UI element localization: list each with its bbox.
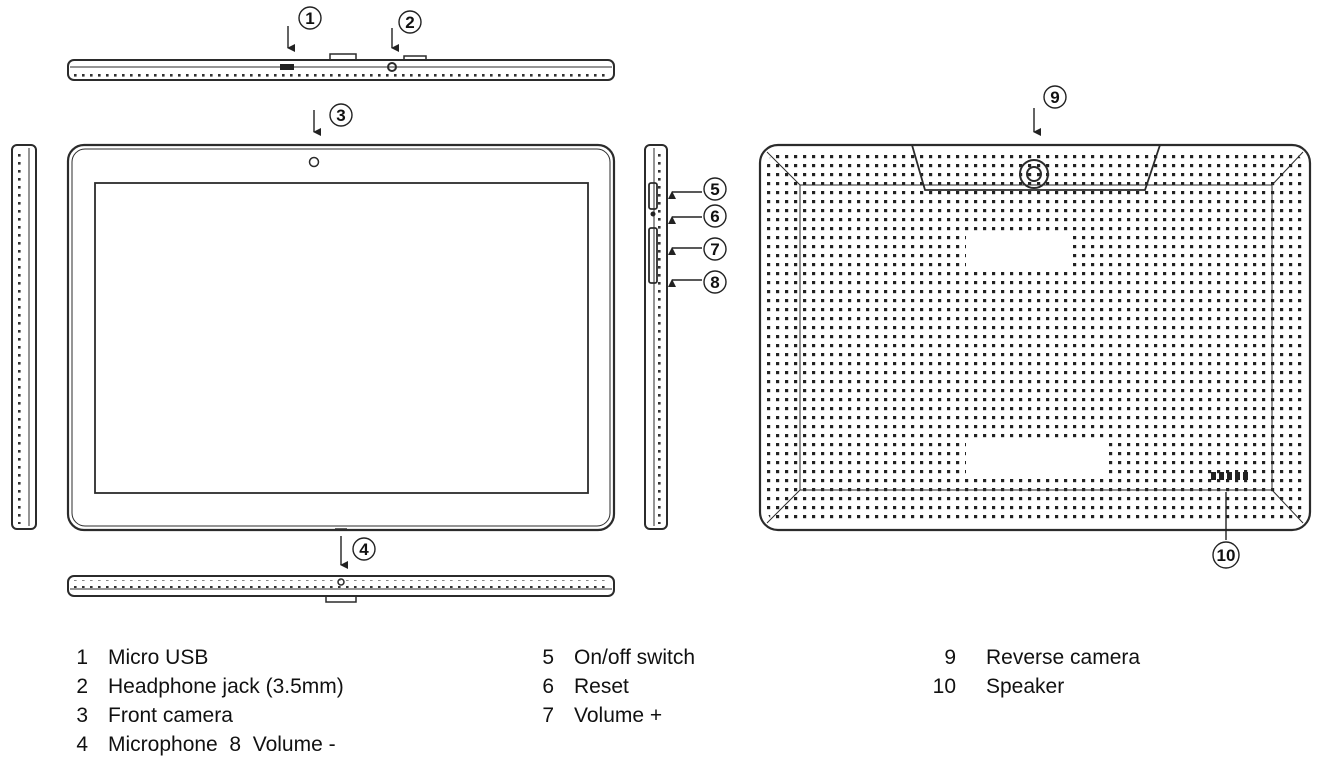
legend-number: 3 — [76, 704, 88, 727]
callout-1: 1 — [298, 6, 322, 30]
svg-text:8: 8 — [710, 273, 719, 292]
legend-column-2: 5 On/off switch 6 Reset 7 Volume + — [530, 643, 695, 730]
svg-text:4: 4 — [359, 540, 369, 559]
legend-item-7: 7 Volume + — [530, 701, 695, 730]
callout-10: 10 — [1212, 541, 1240, 569]
legend-label: Microphone 8 Volume - — [108, 733, 336, 756]
power-button — [648, 182, 658, 210]
callout-lines — [287, 26, 1227, 569]
legend-number: 1 — [76, 646, 88, 669]
volume-rocker — [648, 227, 658, 284]
front-view — [66, 143, 616, 532]
legend-number: 5 — [542, 646, 554, 669]
legend-label: Headphone jack (3.5mm) — [108, 675, 344, 698]
svg-text:9: 9 — [1050, 88, 1059, 107]
reset-hole — [650, 211, 656, 217]
legend-number: 4 — [76, 733, 88, 756]
legend-number: 9 — [944, 646, 956, 669]
legend-label: On/off switch — [574, 646, 695, 669]
svg-text:1: 1 — [305, 9, 314, 28]
callout-4: 4 — [352, 537, 376, 561]
callout-2: 2 — [398, 10, 422, 34]
micro-usb-port — [280, 64, 294, 70]
right-side-view — [644, 144, 668, 530]
bottom-edge-view — [67, 575, 615, 603]
svg-text:5: 5 — [710, 180, 719, 199]
legend-label: Reset — [574, 675, 629, 698]
legend-item-4: 4 Microphone 8 Volume - — [60, 730, 344, 759]
legend-label: Reverse camera — [986, 646, 1141, 669]
legend-label: Speaker — [986, 675, 1065, 698]
legend-item-2: 2 Headphone jack (3.5mm) — [60, 672, 344, 701]
legend-label: Micro USB — [108, 646, 209, 669]
legend-column-3: 9 Reverse camera 10 Speaker — [920, 643, 1140, 701]
callout-6: 6 — [703, 204, 727, 228]
callout-7: 7 — [703, 237, 727, 261]
legend-item-5: 5 On/off switch — [530, 643, 695, 672]
callout-5: 5 — [703, 177, 727, 201]
front-camera — [308, 156, 320, 168]
left-side-view — [11, 144, 37, 530]
legend-column-1: 1 Micro USB 2 Headphone jack (3.5mm) 3 F… — [60, 643, 344, 759]
legend-number: 2 — [76, 675, 88, 698]
headphone-jack — [387, 62, 397, 72]
svg-text:2: 2 — [405, 13, 414, 32]
legend-number: 10 — [932, 675, 956, 698]
reverse-camera — [1019, 159, 1049, 189]
legend-label: Volume + — [574, 704, 663, 727]
top-edge-view — [67, 53, 615, 81]
back-view — [758, 143, 1312, 532]
legend-item-10: 10 Speaker — [920, 672, 1140, 701]
legend-item-3: 3 Front camera — [60, 701, 344, 730]
callout-8: 8 — [703, 270, 727, 294]
legend-number: 7 — [542, 704, 554, 727]
speaker-grille — [1211, 472, 1248, 480]
screen — [94, 182, 589, 494]
svg-text:7: 7 — [710, 240, 719, 259]
svg-text:6: 6 — [710, 207, 719, 226]
svg-text:10: 10 — [1217, 546, 1236, 565]
tablet-diagram: 1 2 3 4 5 6 7 8 9 10 — [11, 6, 1312, 603]
legend-label: Front camera — [108, 704, 233, 727]
legend-item-6: 6 Reset — [530, 672, 695, 701]
svg-text:3: 3 — [336, 106, 345, 125]
legend-item-9: 9 Reverse camera — [920, 643, 1140, 672]
legend-item-1: 1 Micro USB — [60, 643, 344, 672]
legend-number: 6 — [542, 675, 554, 698]
callout-9: 9 — [1043, 85, 1067, 109]
callout-3: 3 — [329, 103, 353, 127]
